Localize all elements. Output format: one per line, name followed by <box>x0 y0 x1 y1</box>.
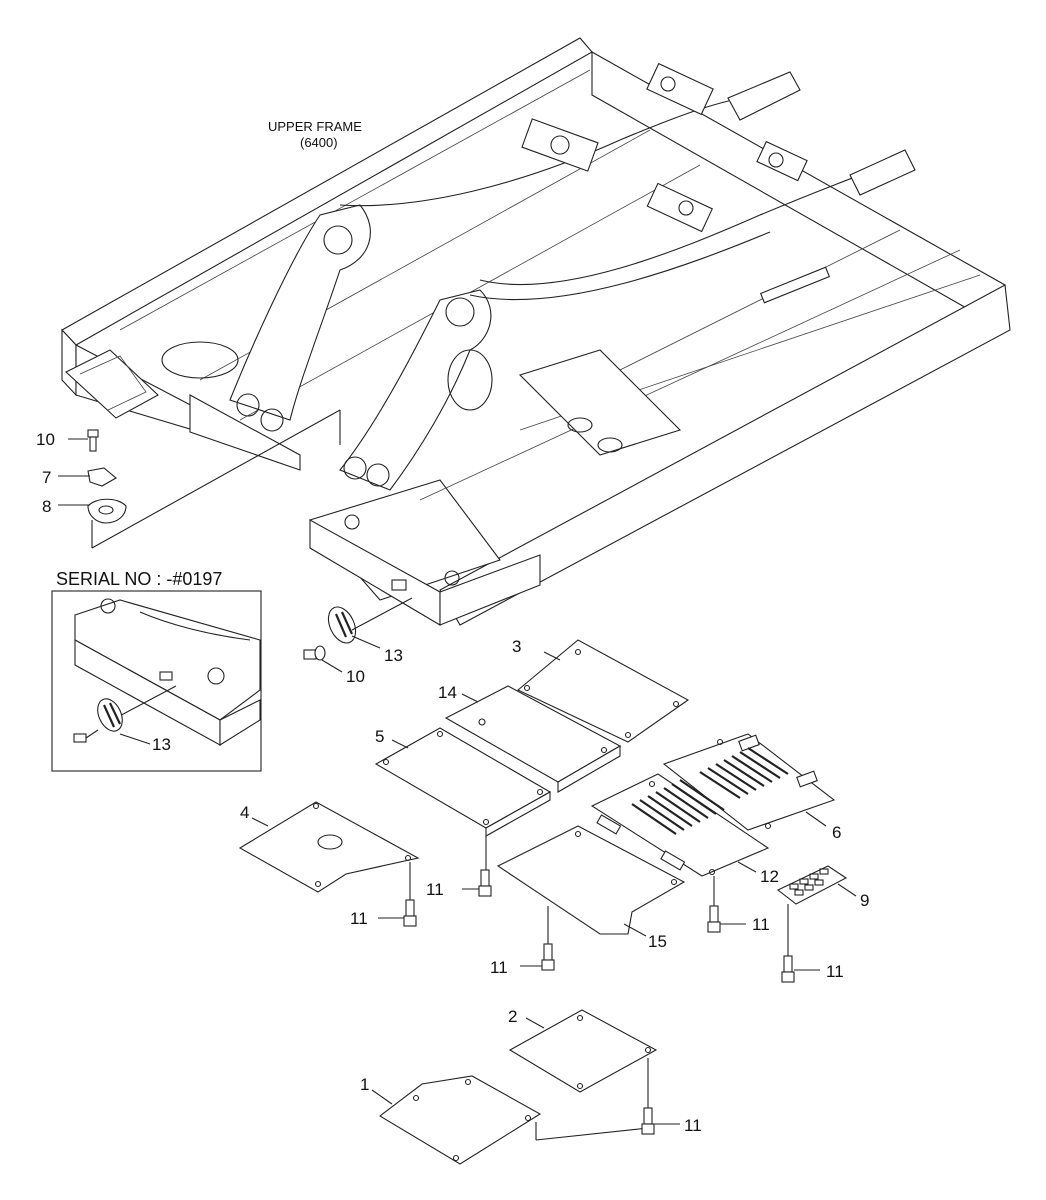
callout-4: 4 <box>240 803 249 822</box>
upper-frame-part-number: (6400) <box>300 135 338 150</box>
callout-2: 2 <box>508 1007 517 1026</box>
callout-6: 6 <box>832 823 841 842</box>
bolt-11-d <box>520 943 555 971</box>
callout-11-a: 11 <box>426 880 444 899</box>
cover-assembly-left <box>87 409 341 549</box>
serial-inset-box <box>51 590 262 772</box>
cover-plate-15 <box>496 825 686 944</box>
grille-slots-12 <box>631 779 725 835</box>
cover-plate-4 <box>238 801 420 900</box>
cover-plate-5 <box>374 727 552 870</box>
upper-frame-title: UPPER FRAME <box>268 119 362 134</box>
callout-11-e: 11 <box>826 962 844 981</box>
grille-slots-6 <box>699 747 789 799</box>
bolt-11-b <box>378 899 417 927</box>
callout-1: 1 <box>360 1075 369 1094</box>
callout-11-d: 11 <box>490 958 508 977</box>
callout-15: 15 <box>648 932 667 951</box>
cover-plate-2 <box>508 1009 658 1108</box>
callout-11-c: 11 <box>752 915 770 934</box>
callout-10-upper: 10 <box>36 430 55 449</box>
bolt-11-f <box>641 1107 680 1135</box>
callout-7: 7 <box>42 468 51 487</box>
callout-11-f: 11 <box>684 1116 702 1135</box>
bolt-11-c <box>707 905 746 933</box>
callout-12: 12 <box>760 867 779 886</box>
callout-13: 13 <box>384 646 403 665</box>
plug-assembly-13 <box>303 597 413 673</box>
callout-13-inset: 13 <box>152 735 171 754</box>
callout-3: 3 <box>512 637 521 656</box>
callout-10-lower: 10 <box>346 667 365 686</box>
serial-inset-title: SERIAL NO : -#0197 <box>56 569 222 589</box>
cover-plate-6-grille <box>662 733 836 831</box>
callout-14: 14 <box>438 683 457 702</box>
cover-plate-1 <box>371 1075 649 1165</box>
callout-9: 9 <box>860 891 869 910</box>
cover-plate-14 <box>444 685 622 793</box>
nameplate-9 <box>776 865 857 960</box>
bolt-11-e <box>781 955 820 983</box>
callout-5: 5 <box>375 727 384 746</box>
callout-11-b: 11 <box>350 909 368 928</box>
cover-plate-3 <box>516 639 690 743</box>
cover-plate-12-grille <box>590 773 770 906</box>
upper-frame <box>61 37 1011 626</box>
callout-8: 8 <box>42 497 51 516</box>
bolt-11-a <box>462 869 492 897</box>
